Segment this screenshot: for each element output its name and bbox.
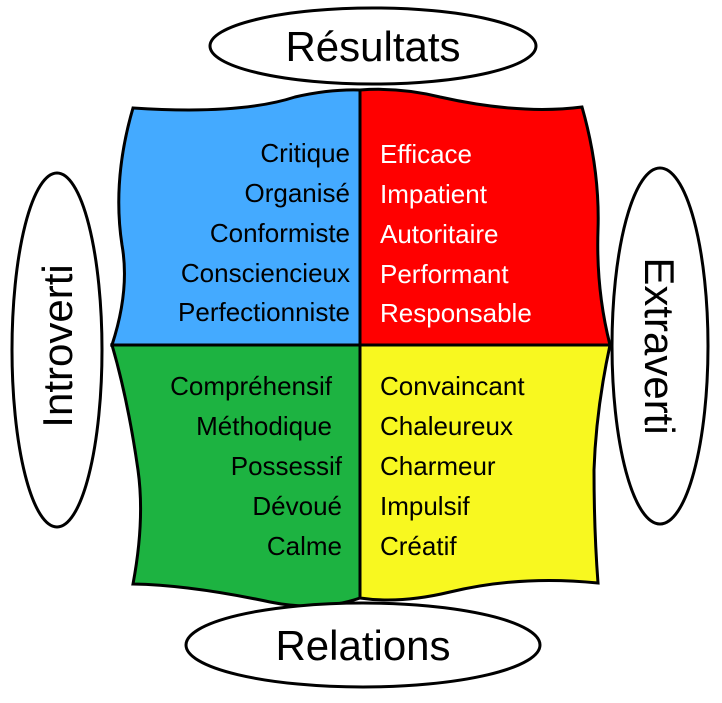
axis-label-bottom: Relations — [184, 601, 542, 689]
axis-text-bottom: Relations — [275, 622, 450, 669]
trait: Performant — [380, 259, 509, 289]
axis-text-top: Résultats — [285, 23, 460, 70]
axis-ellipse-right — [610, 166, 710, 526]
axis-text-right: Extraverti — [636, 257, 683, 434]
trait: Créatif — [380, 531, 457, 561]
trait: Impatient — [380, 179, 488, 209]
axis-label-top: Résultats — [208, 6, 538, 86]
trait: Calme — [267, 531, 342, 561]
trait: Convaincant — [380, 371, 525, 401]
trait: Compréhensif — [170, 371, 333, 401]
axis-text-left: Introverti — [34, 264, 81, 427]
axis-ellipse-bottom — [184, 601, 542, 689]
traits-bottom-right: Convaincant Chaleureux Charmeur Impulsif… — [380, 371, 525, 561]
trait: Consciencieux — [181, 258, 350, 288]
trait: Méthodique — [196, 411, 332, 441]
trait: Responsable — [380, 298, 532, 328]
quadrant-top-right — [358, 87, 612, 347]
trait: Chaleureux — [380, 411, 513, 441]
traits-bottom-left: Compréhensif Méthodique Possessif Dévoué… — [170, 371, 343, 561]
traits-top-right: Efficace Impatient Autoritaire Performan… — [380, 139, 532, 328]
trait: Critique — [260, 138, 350, 168]
trait: Conformiste — [210, 218, 350, 248]
quadrant-bottom-right — [358, 343, 612, 602]
axis-label-left: Introverti — [10, 171, 104, 529]
trait: Organisé — [245, 178, 351, 208]
trait: Possessif — [231, 451, 343, 481]
trait: Dévoué — [252, 491, 342, 521]
trait: Perfectionniste — [178, 297, 350, 327]
trait: Charmeur — [380, 451, 496, 481]
axis-ellipse-top — [208, 6, 538, 86]
traits-top-left: Critique Organisé Conformiste Conscienci… — [178, 138, 350, 327]
axis-ellipse-left — [10, 171, 104, 529]
trait: Autoritaire — [380, 219, 499, 249]
quadrant-top-left — [109, 88, 362, 347]
trait: Impulsif — [380, 491, 470, 521]
trait: Efficace — [380, 139, 472, 169]
axis-label-right: Extraverti — [610, 166, 710, 526]
